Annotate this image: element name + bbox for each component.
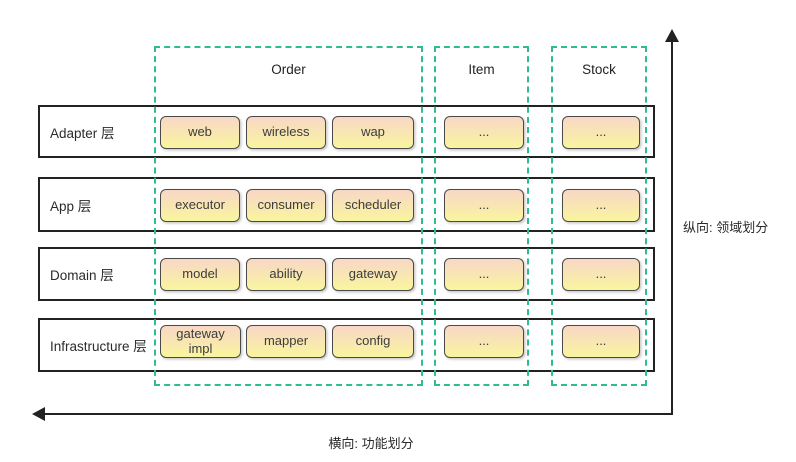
module-cell-stock-adapter: ... bbox=[562, 116, 640, 149]
column-header-order: Order bbox=[271, 62, 306, 77]
module-cell-stock-app: ... bbox=[562, 189, 640, 222]
horizontal-axis-line bbox=[44, 413, 673, 415]
vertical-axis-line bbox=[671, 41, 673, 415]
module-cell-stock-domain: ... bbox=[562, 258, 640, 291]
module-cell-item-adapter: ... bbox=[444, 116, 524, 149]
module-cell-wap: wap bbox=[332, 116, 414, 149]
left-arrow-icon bbox=[32, 407, 45, 421]
layer-label-adapter: Adapter 层 bbox=[50, 125, 115, 141]
module-cell-web: web bbox=[160, 116, 240, 149]
column-header-item: Item bbox=[468, 62, 495, 77]
module-cell-item-infrastructure: ... bbox=[444, 325, 524, 358]
horizontal-axis-label: 横向: 功能划分 bbox=[328, 436, 414, 451]
module-cell-gateway: gateway bbox=[332, 258, 414, 291]
module-cell-scheduler: scheduler bbox=[332, 189, 414, 222]
module-cell-model: model bbox=[160, 258, 240, 291]
module-cell-consumer: consumer bbox=[246, 189, 326, 222]
column-header-stock: Stock bbox=[582, 62, 616, 77]
layer-label-infrastructure: Infrastructure 层 bbox=[50, 339, 147, 354]
module-cell-stock-infrastructure: ... bbox=[562, 325, 640, 358]
module-cell-wireless: wireless bbox=[246, 116, 326, 149]
module-cell-config: config bbox=[332, 325, 414, 358]
module-cell-item-domain: ... bbox=[444, 258, 524, 291]
module-cell-gateway-impl: gateway impl bbox=[160, 325, 241, 358]
layer-label-domain: Domain 层 bbox=[50, 268, 114, 283]
module-cell-ability: ability bbox=[246, 258, 326, 291]
up-arrow-icon bbox=[665, 29, 679, 42]
layer-label-app: App 层 bbox=[50, 198, 92, 214]
vertical-axis-label: 纵向: 领域划分 bbox=[683, 220, 769, 235]
module-cell-executor: executor bbox=[160, 189, 240, 222]
module-cell-item-app: ... bbox=[444, 189, 524, 222]
module-cell-mapper: mapper bbox=[246, 325, 326, 358]
